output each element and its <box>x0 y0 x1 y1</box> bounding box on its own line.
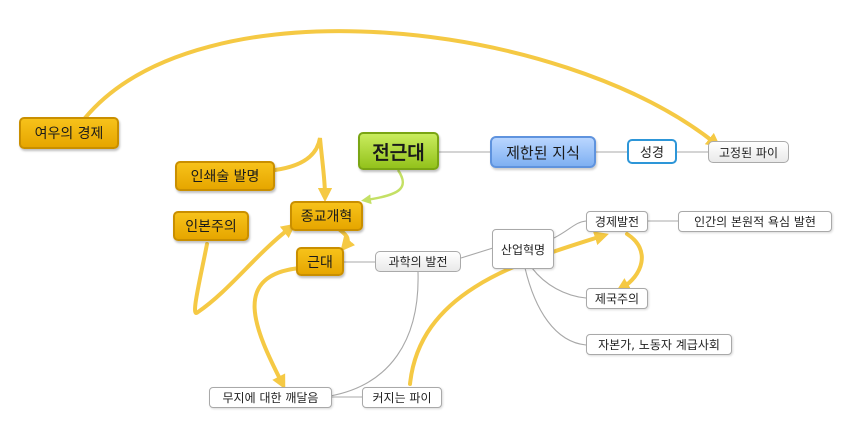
node-inswae[interactable]: 인쇄술 발명 <box>175 161 275 191</box>
arrow-inswae-jonggyo <box>273 137 333 203</box>
connector-saneop-jabon <box>524 267 587 346</box>
node-gyeongje[interactable]: 경제발전 <box>586 211 648 232</box>
arrow-inbon-jonggyo <box>193 223 296 316</box>
arrow-geundae-muji <box>252 266 302 390</box>
node-bonneung[interactable]: 인간의 본원적 욕심 발현 <box>678 211 832 232</box>
arrow-keojineun-gyeongje <box>408 231 609 386</box>
node-jeongeundae[interactable]: 전근대 <box>358 132 439 170</box>
connector-gwahak-saneop <box>460 247 494 259</box>
node-muji[interactable]: 무지에 대한 깨달음 <box>209 387 332 408</box>
arrow-gyeongje-jeguk <box>615 232 644 292</box>
node-saneop[interactable]: 산업혁명 <box>492 229 554 269</box>
node-gojeong[interactable]: 고정된 파이 <box>708 141 789 163</box>
arrow-yeou-gojeong <box>83 29 721 148</box>
node-keojineun[interactable]: 커지는 파이 <box>362 387 442 408</box>
arrow-jonggyo-geundae <box>338 228 356 252</box>
node-jabon[interactable]: 자본가, 노동자 계급사회 <box>586 334 732 355</box>
node-jonggyo[interactable]: 종교개혁 <box>290 201 363 231</box>
arrow-jeongeundae-jonggyo <box>361 169 404 205</box>
node-geundae[interactable]: 근대 <box>296 247 344 276</box>
node-gwahak[interactable]: 과학의 발전 <box>375 251 461 272</box>
node-seonggyeong[interactable]: 성경 <box>627 139 677 164</box>
node-inbon[interactable]: 인본주의 <box>173 211 249 241</box>
connector-saneop-jeguk <box>531 267 587 299</box>
connector-saneop-gyeongje <box>553 220 587 239</box>
node-jehan[interactable]: 제한된 지식 <box>490 136 596 168</box>
node-yeou[interactable]: 여우의 경제 <box>19 117 119 149</box>
node-jeguk[interactable]: 제국주의 <box>586 288 648 309</box>
connector-gwahak-muji <box>329 271 419 397</box>
